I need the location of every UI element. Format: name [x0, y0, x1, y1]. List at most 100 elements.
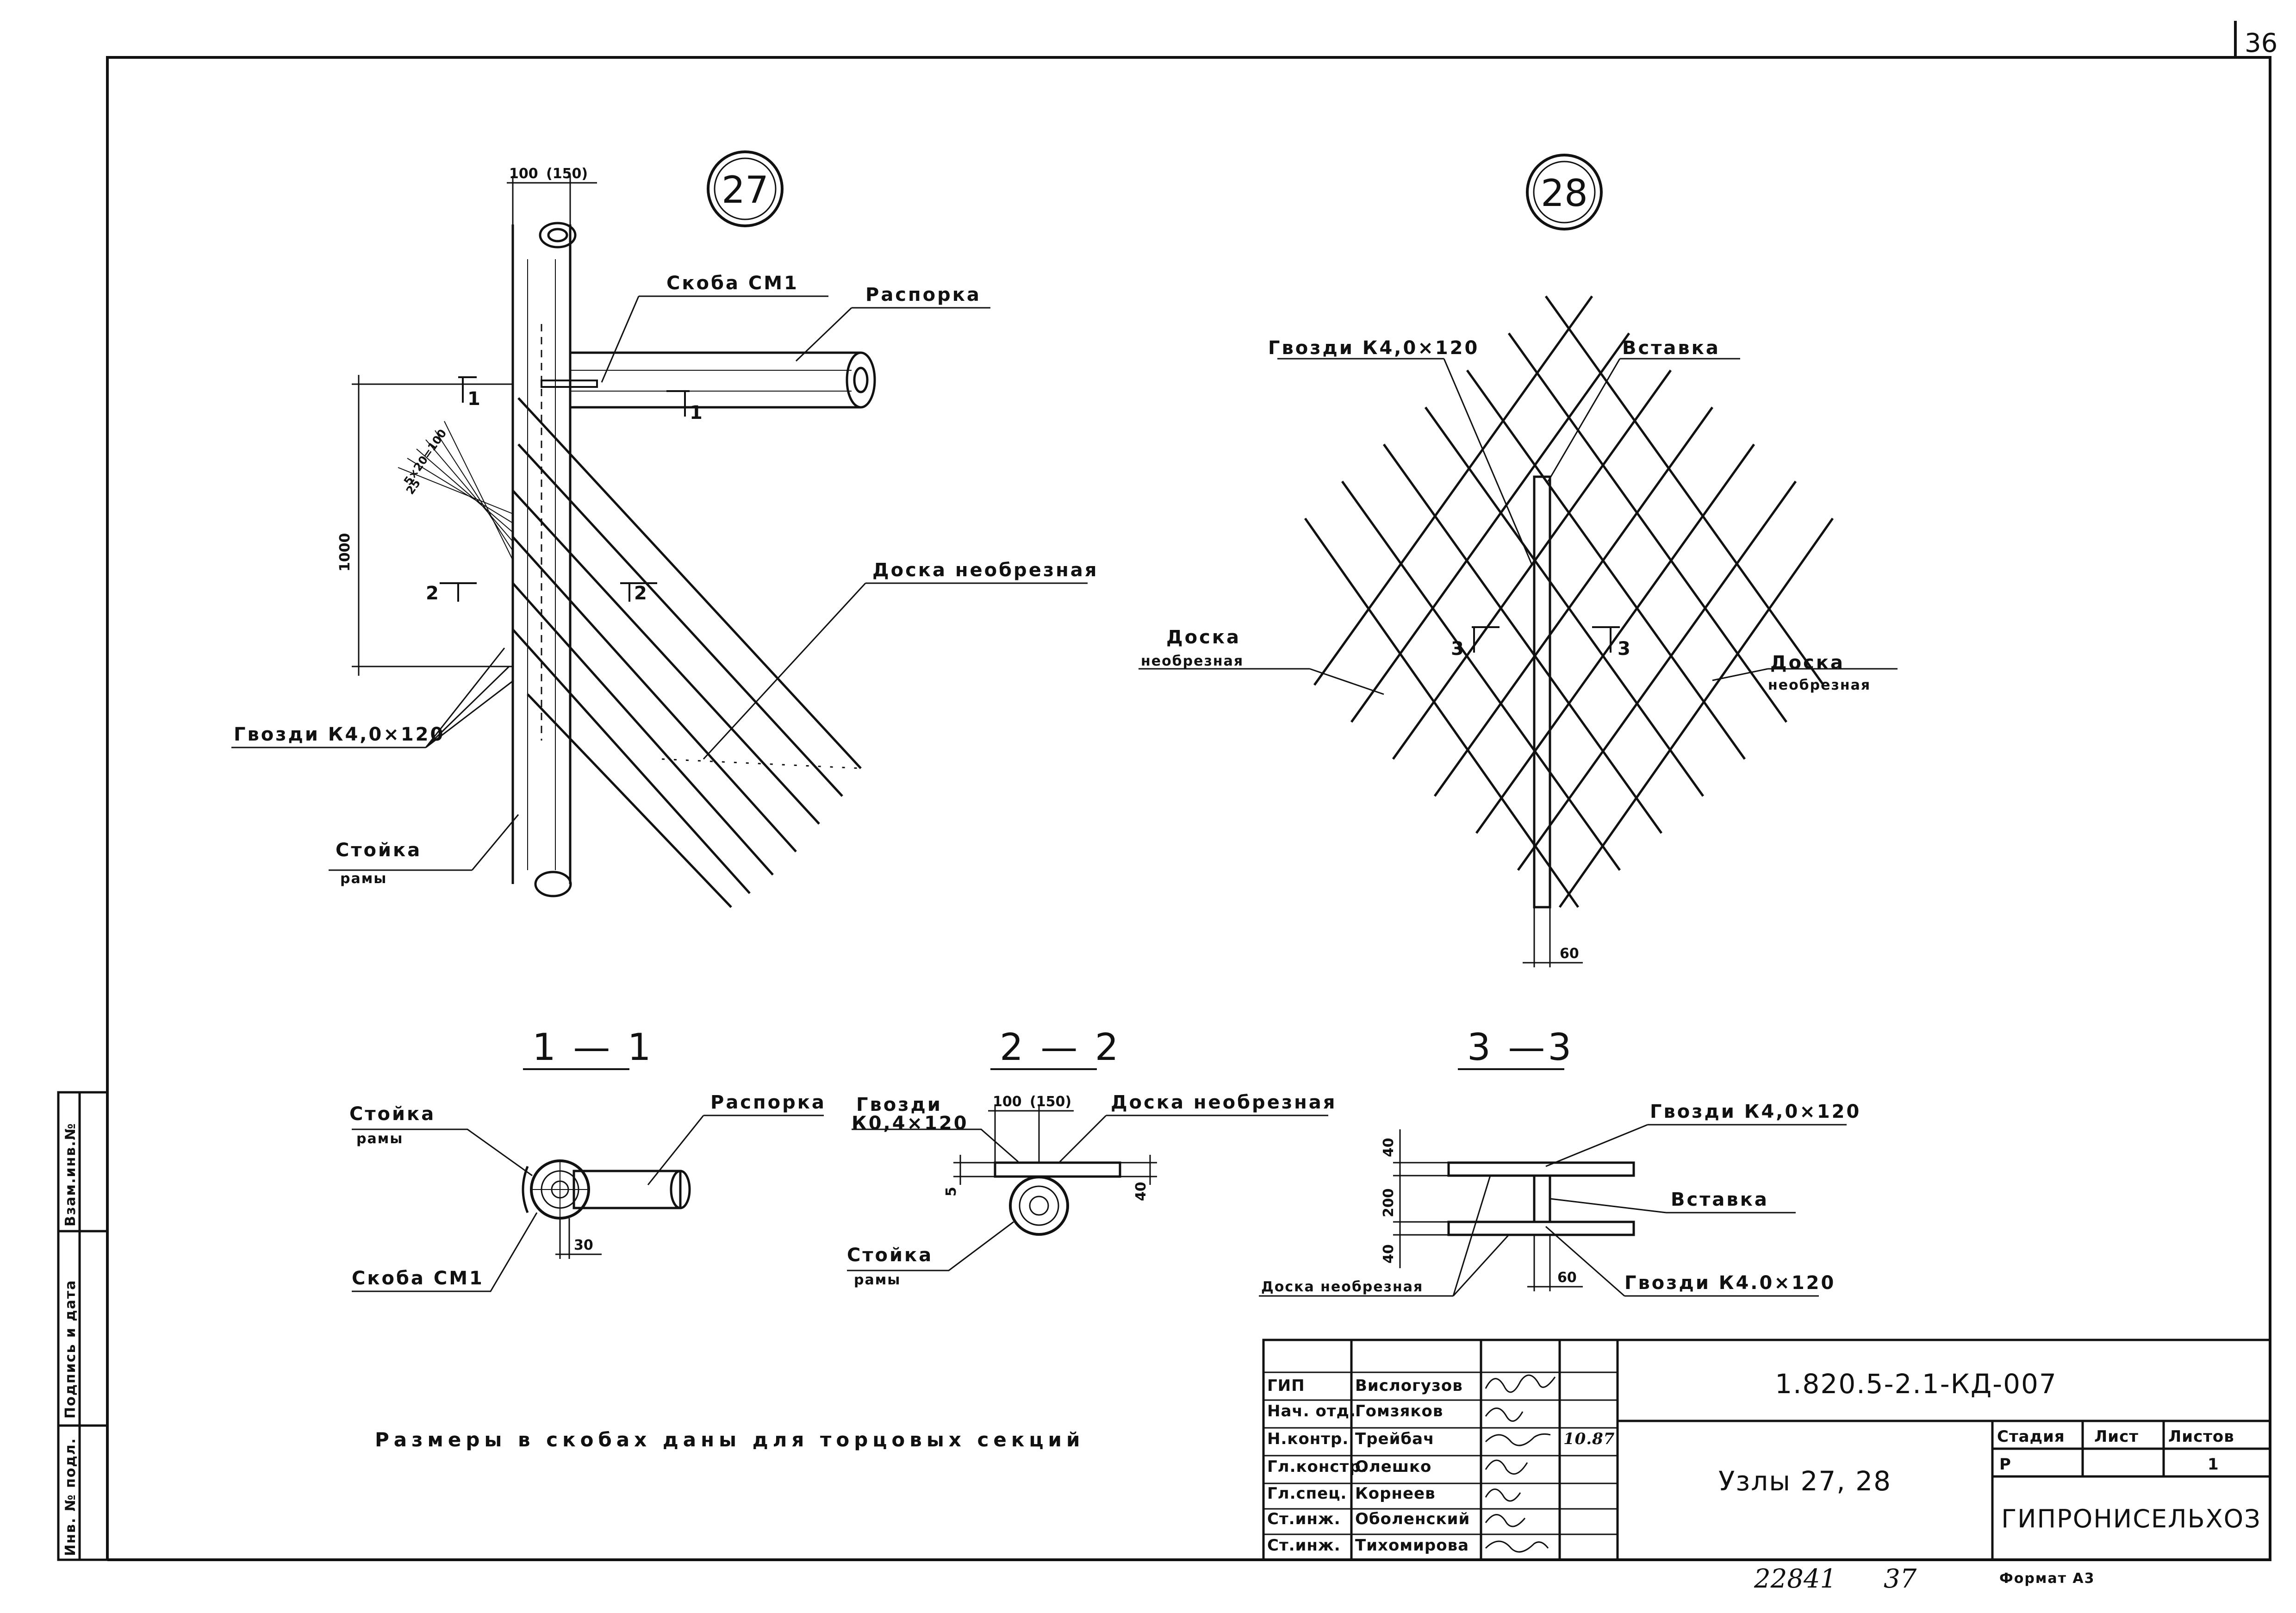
nail-spacing [398, 421, 513, 561]
title-block [1262, 1339, 2271, 1561]
tb-name-1: Гомзяков [1355, 1402, 1443, 1420]
post-log [511, 222, 577, 897]
leaders-33 [1259, 1124, 1847, 1297]
leaders-22 [847, 1115, 1328, 1271]
tb-role-4: Гл.спец. [1267, 1484, 1347, 1503]
dim-200: 200 [1381, 1188, 1397, 1217]
tb-sheet-header: Лист [2094, 1427, 2139, 1446]
note-brackets: Размеры в скобах даны для торцовых секци… [375, 1428, 1084, 1451]
dims-22 [953, 1106, 1157, 1185]
insert-33 [1533, 1174, 1551, 1223]
insert [1523, 475, 1583, 967]
leaders-28 [1139, 358, 1898, 695]
label-board-right-sub: необрезная [1768, 677, 1871, 693]
label-post-sub: рамы [340, 871, 387, 887]
tb-code: 1.820.5-2.1-КД-007 [1775, 1368, 2057, 1400]
boards-right-family [1313, 295, 1834, 908]
dim-40b: 40 [1381, 1244, 1397, 1264]
label-board-right: Доска [1770, 652, 1845, 673]
board-bottom-33 [1447, 1221, 1635, 1236]
stamp-col-inventory: Инв. № подл. [62, 1438, 79, 1556]
leaders-11 [352, 1115, 824, 1292]
dim-5: 5 [943, 1187, 959, 1196]
section-2-2-title: 2 — 2 [1000, 1026, 1121, 1069]
dim-top-100-22: 100 [993, 1094, 1022, 1110]
section-mark-2-left: 2 [426, 583, 441, 604]
label-post-sub-11: рамы [356, 1131, 403, 1147]
tb-org: ГИПРОНИСЕЛЬХОЗ [2001, 1504, 2261, 1533]
section-3-3-title: 3 —3 [1467, 1026, 1574, 1069]
node-28: 28 60 [1139, 154, 1898, 967]
tb-role-3: Гл.констр. [1267, 1457, 1368, 1476]
post-section-22 [1009, 1176, 1069, 1236]
boards-left-family [1304, 295, 1825, 908]
label-post-sub-22: рамы [854, 1272, 901, 1288]
section-mark-3-right: 3 [1618, 638, 1632, 660]
tb-role-2: Н.контр. [1267, 1430, 1349, 1448]
tb-name-3: Олешко [1355, 1457, 1431, 1476]
strut-section-11 [572, 1170, 682, 1209]
section-1-1: 1 — 1 30 Стойка рамы Распорка Скоба СМ1 [349, 1026, 826, 1292]
label-strut: Распорка [865, 284, 981, 305]
board-top-33 [1447, 1161, 1635, 1177]
dim-60-33: 60 [1557, 1270, 1577, 1286]
label-insert-28: Вставка [1622, 337, 1720, 359]
tb-role-1: Нач. отд. [1267, 1402, 1356, 1420]
side-stamp [57, 1091, 109, 1561]
label-nails-top-33: Гвозди К4,0×120 [1650, 1101, 1861, 1122]
title-block-rows: ГИП Вислогузов Нач. отд. Гомзяков Н.конт… [1267, 1376, 1615, 1555]
tb-name-2: Трейбач [1355, 1430, 1434, 1448]
label-post: Стойка [336, 840, 422, 861]
label-bracket-sm1: Скоба СМ1 [666, 273, 799, 294]
label-nails-27: Гвозди К4,0×120 [234, 724, 445, 745]
stamp-col-signature: Подпись и дата [62, 1280, 79, 1419]
label-board-left: Доска [1166, 627, 1241, 648]
node-27: 27 [231, 150, 1096, 908]
bracket-sm1 [541, 380, 598, 388]
label-nails-sub-22: К0,4×120 [852, 1113, 969, 1134]
tb-stage: Р [1999, 1455, 2011, 1474]
strut-log [570, 351, 876, 409]
section-3-3: 3 —3 40 200 40 60 Гво [1259, 1026, 1861, 1297]
section-2-2: 2 — 2 100 (150) 5 40 Гвозди К0,4×120 [847, 1026, 1337, 1288]
section-marks-28 [1472, 626, 1620, 653]
tb-role-5: Ст.инж. [1267, 1510, 1341, 1528]
dim-height [352, 375, 513, 676]
dim-60-node28: 60 [1560, 946, 1579, 962]
tb-role-6: Ст.инж. [1267, 1536, 1341, 1555]
dim-30: 30 [574, 1237, 593, 1253]
label-bracket-11: Скоба СМ1 [352, 1268, 484, 1289]
section-marks-27 [440, 376, 690, 602]
stamp-col-replace: Взам.инв.№ [62, 1122, 79, 1227]
section-mark-3-left: 3 [1451, 638, 1466, 660]
tb-format: Формат А3 [1999, 1570, 2095, 1587]
tb-sheets-header: Листов [2168, 1427, 2234, 1446]
section-1-1-title: 1 — 1 [532, 1026, 654, 1069]
tb-archive-no: 22841 [1754, 1564, 1836, 1594]
label-strut-11: Распорка [710, 1092, 826, 1113]
diagonal-boards [512, 397, 862, 908]
label-board-33: Доска необрезная [1261, 1279, 1423, 1295]
label-board-left-sub: необрезная [1141, 653, 1244, 669]
node-28-number: 28 [1541, 172, 1588, 215]
section-mark-1-left: 1 [467, 388, 482, 410]
board-section-22 [994, 1161, 1121, 1178]
tb-name-0: Вислогузов [1355, 1376, 1463, 1395]
label-nails-bottom-33: Гвозди К4.0×120 [1624, 1272, 1836, 1294]
signatures [1485, 1374, 1556, 1553]
tb-archive-sub: 37 [1884, 1564, 1917, 1594]
label-post-11: Стойка [349, 1103, 436, 1125]
node-28-circle [1526, 154, 1603, 230]
tb-name-6: Тихомирова [1355, 1536, 1469, 1555]
tb-name-4: Корнеев [1355, 1484, 1436, 1503]
tb-date-2: 10.87 [1563, 1430, 1615, 1448]
label-board-22: Доска необрезная [1111, 1092, 1337, 1113]
section-mark-1-right: 1 [690, 402, 704, 423]
dim-1000: 1000 [337, 533, 353, 572]
sheet-number: 36 [2245, 28, 2277, 58]
label-nails-22: Гвозди [856, 1094, 942, 1115]
node-27-circle [707, 150, 784, 227]
sheet-frame [106, 56, 2271, 1561]
tb-name: Узлы 27, 28 [1718, 1465, 1892, 1497]
